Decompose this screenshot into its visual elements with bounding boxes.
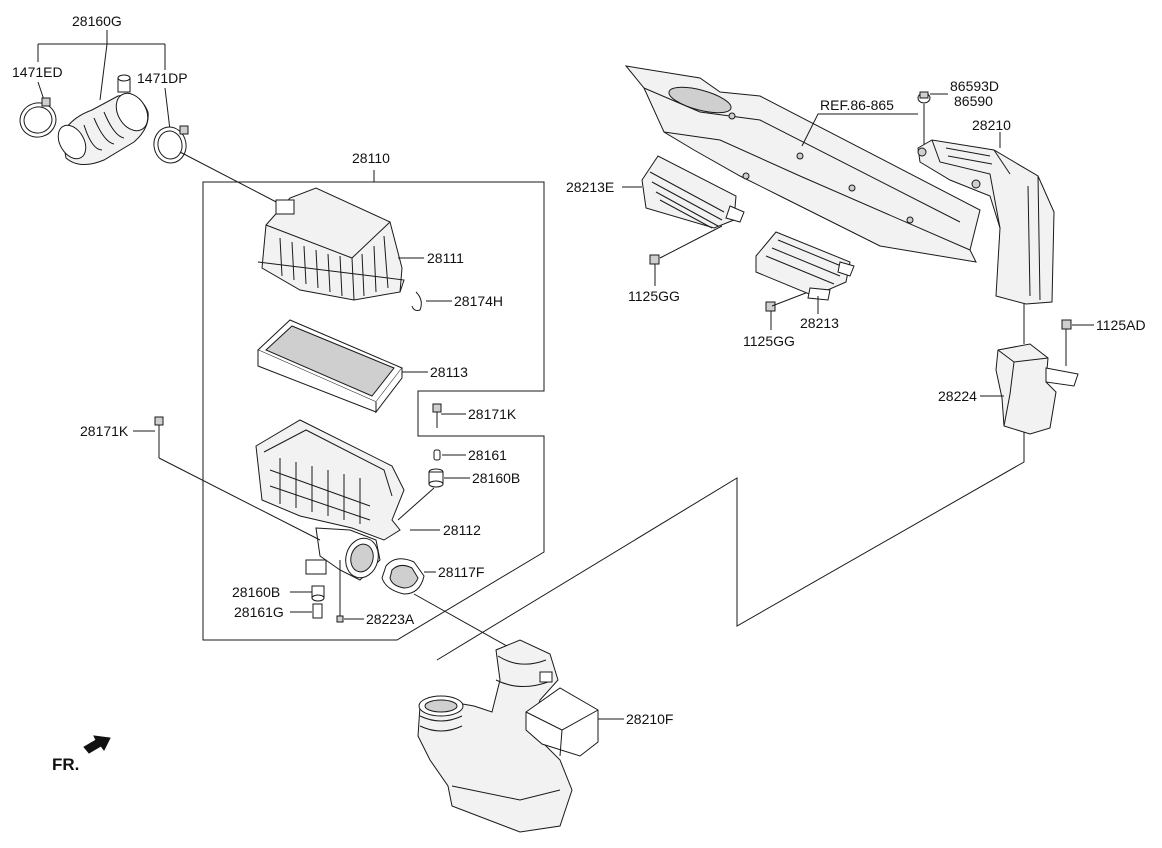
- label-1125AD: 1125AD: [1096, 317, 1146, 333]
- assembly-outline: [202, 181, 545, 641]
- label-28111: 28111: [427, 250, 464, 266]
- label-28110: 28110: [352, 150, 390, 166]
- label-28160B-lower: 28160B: [232, 584, 280, 600]
- bushing-28160B-lower: [311, 585, 325, 602]
- clip-86593D: [917, 91, 931, 104]
- bolt-28171K-right: [432, 403, 442, 428]
- label-28171K-left: 28171K: [80, 423, 129, 439]
- bolt-1125GG-a: [649, 254, 660, 286]
- label-28171K-right: 28171K: [468, 406, 517, 422]
- bolt-1125AD: [1061, 319, 1072, 366]
- label-28213E: 28213E: [566, 179, 614, 195]
- label-28210: 28210: [972, 117, 1011, 133]
- bushing-28160B-upper: [428, 468, 444, 488]
- label-1125GG-b: 1125GG: [743, 333, 795, 349]
- clamp-1471DP: [153, 125, 189, 164]
- label-fr: FR.: [52, 755, 79, 774]
- screw-28223A: [336, 560, 344, 623]
- air-filter-28113: [257, 319, 403, 414]
- air-duct-28210: [917, 139, 1055, 305]
- bracket-28160G: [37, 30, 171, 131]
- label-28160G: 28160G: [72, 13, 122, 29]
- radiator-support-ref: [624, 65, 981, 263]
- grommet-28161G: [312, 603, 323, 619]
- label-28160B-upper: 28160B: [472, 470, 520, 486]
- label-28210F: 28210F: [626, 711, 673, 727]
- clamp-1471ED: [19, 97, 57, 138]
- bracket-28213E: [641, 155, 745, 229]
- label-28161G: 28161G: [234, 604, 284, 620]
- bracket-28213: [755, 231, 855, 301]
- air-cleaner-cover-28111: [257, 187, 405, 301]
- label-28117F: 28117F: [438, 564, 484, 580]
- connection-line: [436, 432, 1025, 661]
- front-arrow-icon: [83, 735, 111, 754]
- intake-hose-28160G: [57, 74, 149, 165]
- label-86593D: 86593D: [950, 78, 999, 94]
- label-28112: 28112: [443, 522, 481, 538]
- air-cleaner-case-28112: [255, 419, 405, 581]
- label-1471DP: 1471DP: [137, 70, 188, 86]
- label-28161: 28161: [468, 447, 507, 463]
- label-28223A: 28223A: [366, 611, 415, 627]
- bolt-28171K-left: [154, 416, 164, 458]
- label-28174H: 28174H: [454, 293, 503, 309]
- clip-28174H: [411, 291, 422, 311]
- label-28224: 28224: [938, 388, 977, 404]
- bolt-1125GG-b: [765, 301, 776, 330]
- grommet-28161: [433, 449, 441, 461]
- label-ref: REF.86-865: [820, 97, 894, 113]
- label-1471ED: 1471ED: [12, 64, 63, 80]
- air-duct-28210F: [417, 639, 599, 833]
- label-28213: 28213: [800, 315, 839, 331]
- seal-28117F: [381, 558, 425, 595]
- label-1125GG-a: 1125GG: [628, 288, 680, 304]
- label-86590: 86590: [954, 93, 993, 109]
- label-28113: 28113: [430, 364, 468, 380]
- resonator-28224: [995, 343, 1079, 435]
